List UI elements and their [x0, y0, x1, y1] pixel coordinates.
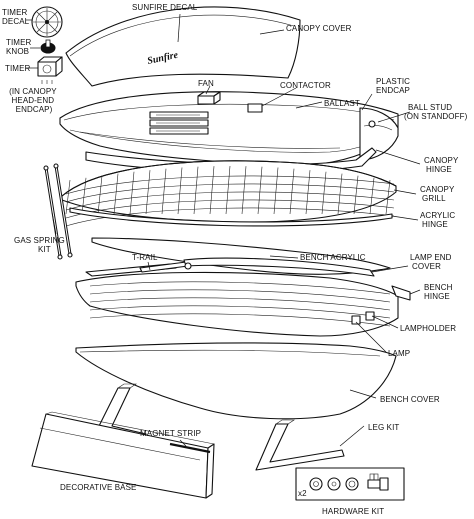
- timer-decal-label: TIMER DECAL: [2, 8, 30, 26]
- timer-icon: [37, 56, 63, 84]
- grill-mesh-line: [65, 179, 71, 215]
- acrylic-hinge-label: ACRYLIC HINGE: [420, 211, 458, 229]
- grill-mesh-line: [65, 199, 395, 219]
- timer-knob-label: TIMER KNOB: [6, 38, 34, 56]
- timer-knob-icon: [40, 39, 56, 54]
- grill-mesh-line: [97, 175, 103, 215]
- grill-mesh-line: [65, 183, 395, 203]
- gas-spring-kit-part: [43, 163, 73, 260]
- canopy-grill-label: CANOPY GRILL: [420, 185, 457, 203]
- magnet-strip-part: [169, 442, 211, 454]
- decorative-base-part: [31, 411, 215, 499]
- fan-label: FAN: [198, 79, 214, 88]
- hardware-qty-label: x2: [298, 489, 307, 498]
- hardware-nut-icon: [309, 477, 323, 491]
- canopy-grill-part: [61, 160, 397, 227]
- bench-cover-part: [75, 342, 397, 420]
- grill-mesh-line: [353, 175, 359, 215]
- lamp-tube: [89, 305, 391, 319]
- plastic-endcap-label: PLASTIC ENDCAP: [376, 77, 412, 95]
- hardware-spacer-icon: [345, 477, 359, 491]
- grill-mesh-line: [369, 177, 375, 215]
- sunfire-decal-label: SUNFIRE DECAL: [132, 3, 198, 12]
- canopy-hinge-label: CANOPY HINGE: [424, 156, 461, 174]
- timer-decal-icon: [31, 6, 63, 38]
- magnet-strip-label: MAGNET STRIP: [140, 429, 201, 438]
- grill-mesh-line: [145, 170, 151, 215]
- canopy-cover-part: Sunfire: [65, 6, 301, 87]
- grill-mesh-line: [305, 170, 311, 215]
- grill-mesh-line: [385, 179, 391, 215]
- hardware-kit-box: [295, 467, 405, 501]
- contactor-label: CONTACTOR: [280, 81, 331, 90]
- ball-stud-label: BALL STUD (ON STANDOFF): [404, 103, 468, 121]
- grill-mesh-line: [113, 173, 119, 215]
- hardware-bolt-icon: [367, 473, 389, 491]
- grill-mesh-line: [65, 175, 395, 195]
- lamp-tube: [89, 297, 391, 311]
- lamp-label: LAMP: [388, 349, 410, 358]
- grill-mesh-line: [337, 173, 343, 215]
- gas-spring-kit-label: GAS SPRING KIT: [14, 236, 67, 254]
- canopy-cover-label: CANOPY COVER: [286, 24, 352, 33]
- hardware-kit-label: HARDWARE KIT: [322, 507, 384, 516]
- grill-mesh-line: [65, 207, 395, 227]
- grill-mesh-line: [257, 166, 263, 215]
- lampholder-label: LAMPHOLDER: [400, 324, 456, 333]
- grill-mesh-line: [321, 171, 327, 215]
- bench-lamp-frame-part: [75, 257, 411, 337]
- timer-label: TIMER: [5, 64, 31, 73]
- grill-mesh-line: [161, 168, 167, 215]
- leg-kit-label: LEG KIT: [368, 423, 399, 432]
- grill-mesh-line: [209, 166, 215, 215]
- acrylic-hinge-part: [69, 207, 393, 227]
- decorative-base-label: DECORATIVE BASE: [60, 483, 136, 492]
- grill-mesh-line: [273, 167, 279, 215]
- bench-hinge-label: BENCH HINGE: [424, 283, 455, 301]
- grill-mesh-line: [177, 167, 183, 215]
- grill-mesh-line: [193, 166, 199, 215]
- canopy-grill-mesh: [65, 165, 395, 227]
- t-rail-label: T-RAIL: [132, 253, 158, 262]
- ballast-label: BALLAST: [324, 99, 360, 108]
- lamp-tube: [89, 281, 391, 295]
- leader-lines: [26, 13, 421, 447]
- grill-mesh-line: [129, 171, 135, 215]
- hardware-washer-icon: [327, 477, 341, 491]
- bench-cover-label: BENCH COVER: [380, 395, 440, 404]
- grill-mesh-line: [81, 177, 87, 215]
- grill-mesh-line: [225, 165, 231, 215]
- head-end-note: (IN CANOPY HEAD-END ENDCAP): [9, 87, 59, 114]
- lamp-end-cover-label: LAMP END COVER: [410, 253, 454, 271]
- grill-mesh-line: [65, 191, 395, 211]
- lamp-tube: [89, 289, 391, 303]
- grill-mesh-line: [241, 166, 247, 215]
- bench-acrylic-label: BENCH ACRYLIC: [300, 253, 366, 262]
